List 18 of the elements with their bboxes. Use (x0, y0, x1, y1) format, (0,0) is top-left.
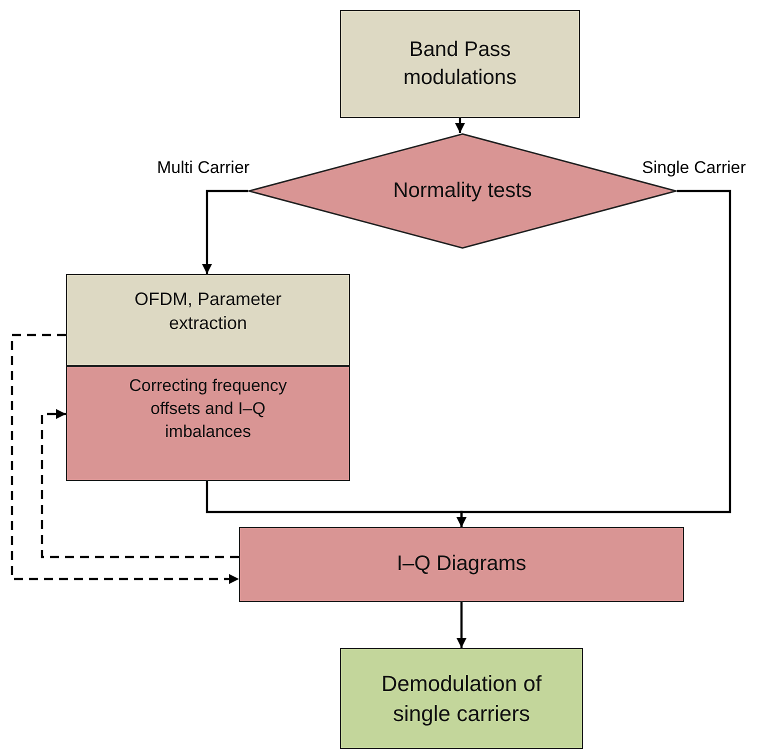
process-box (239, 527, 684, 602)
process-box (66, 366, 350, 481)
arrow (206, 481, 466, 527)
arrow (455, 118, 465, 133)
dashed-arrow (10, 334, 239, 584)
edge-label: Single Carrier (640, 158, 748, 178)
arrow (202, 190, 248, 274)
node-text: I–Q Diagrams (396, 551, 528, 578)
arrow (456, 602, 466, 648)
node-text: Normality tests (392, 178, 533, 204)
process-box (340, 648, 583, 749)
node-text: Band Pass modulations (402, 36, 518, 91)
node-text: Correcting frequency offsets and I–Q imbalances (128, 375, 288, 443)
process-box (66, 274, 350, 366)
process-box (340, 10, 580, 118)
node-text: Demodulation of single carriers (380, 670, 543, 728)
node-text: OFDM, Parameter extraction (133, 288, 283, 336)
dashed-arrow (40, 409, 239, 558)
